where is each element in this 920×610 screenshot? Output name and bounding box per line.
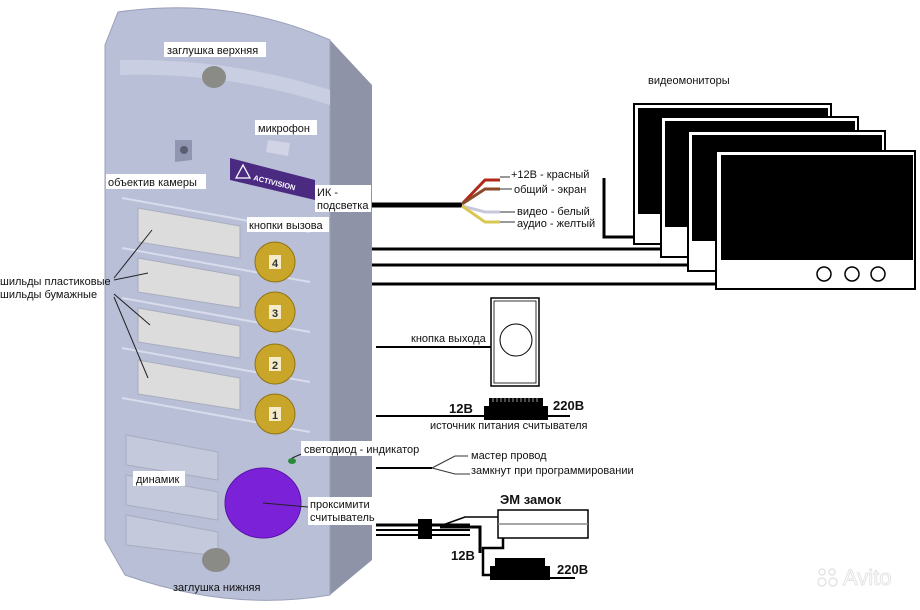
monitor-cable: +12В - красный общий - экран видео - бел… — [372, 169, 595, 230]
monitor-feed-lines — [372, 178, 718, 286]
call-button-4[interactable]: 4 — [254, 241, 296, 283]
wire-red-label: +12В - красный — [511, 169, 589, 181]
call-button-label: 1 — [272, 410, 278, 422]
reader-power-supply: 12В 220В источник питания считывателя — [376, 398, 587, 432]
ir-label-line1: ИК - — [317, 187, 338, 199]
plates-plastic-label: шильды пластиковые — [0, 276, 111, 288]
monitor-screen — [721, 155, 913, 260]
call-button-3[interactable]: 3 — [254, 291, 296, 333]
wire-yellow-label: аудио - желтый — [517, 218, 595, 230]
bottom-plug-label: заглушка нижняя — [173, 582, 261, 594]
led-label: светодиод - индикатор — [304, 444, 419, 456]
video-monitors: видеомониторы — [633, 75, 916, 290]
call-button-2[interactable]: 2 — [254, 343, 296, 385]
wire-white — [461, 204, 500, 214]
exit-button-label: кнопка выхода — [411, 333, 487, 345]
leader-lines — [113, 229, 309, 508]
proximity-label-line1: проксимити — [310, 499, 370, 511]
monitor-button-icon[interactable] — [870, 266, 886, 282]
microphone — [266, 140, 290, 156]
call-button-label: 3 — [272, 308, 278, 320]
name-plate-1 — [137, 359, 241, 411]
monitors-label: видеомониторы — [648, 75, 730, 87]
panel-side — [330, 40, 372, 595]
led-indicator — [288, 458, 296, 464]
reader-psu-low-voltage: 12В — [449, 401, 473, 416]
call-button-1[interactable]: 1 — [254, 393, 296, 435]
wire-yellow — [461, 204, 500, 224]
master-wire-label-line2: замкнут при программировании — [471, 465, 634, 477]
reader-psu-label: источник питания считывателя — [430, 420, 587, 432]
call-button-label: 2 — [272, 360, 278, 372]
monitor-4 — [715, 150, 916, 290]
master-wire: мастер провод замкнут при программирован… — [376, 450, 634, 477]
wire-red — [460, 178, 500, 206]
panel-labels: заглушка верхняя микрофон объектив камер… — [0, 42, 425, 594]
reader-psu-high-voltage: 220В — [553, 398, 584, 413]
name-plates — [137, 207, 241, 411]
proximity-label-line2: считыватель — [310, 512, 375, 524]
top-plug-label: заглушка верхняя — [167, 45, 258, 57]
brand-badge — [230, 158, 315, 200]
psu-ridges — [492, 398, 538, 402]
em-lock: ЭМ замок 12В 220В — [376, 492, 589, 580]
brand-logo-icon — [234, 163, 252, 179]
exit-button: кнопка выхода — [376, 297, 540, 387]
speaker-grille — [125, 434, 219, 557]
call-buttons-label: кнопки вызова — [249, 220, 323, 232]
wire-brown — [461, 187, 500, 206]
watermark: Avito — [817, 565, 892, 591]
watermark-text: Avito — [843, 565, 892, 590]
speaker-label: динамик — [136, 474, 179, 486]
exit-button-icon[interactable] — [499, 323, 533, 357]
wire-brown-label: общий - экран — [514, 184, 586, 196]
monitor-button-icon[interactable] — [844, 266, 860, 282]
camera-lens-label: объектив камеры — [108, 177, 197, 189]
em-lock-label: ЭМ замок — [500, 492, 562, 507]
camera-lens-icon — [180, 146, 188, 154]
avito-logo-icon — [817, 568, 838, 587]
name-plate-3 — [137, 257, 241, 309]
bottom-plug — [202, 548, 230, 572]
em-lock-high-voltage: 220В — [557, 562, 588, 577]
top-plug — [202, 66, 226, 88]
ir-label-line2: подсветка — [317, 200, 369, 212]
microphone-label: микрофон — [258, 123, 310, 135]
master-wire-label-line1: мастер провод — [471, 450, 547, 462]
panel-top-band — [120, 59, 330, 105]
call-buttons: 4 3 2 1 — [254, 241, 296, 435]
name-plate-4 — [137, 207, 241, 259]
monitor-button-icon[interactable] — [816, 266, 832, 282]
plates-paper-label: шильды бумажные — [0, 289, 97, 301]
em-lock-low-voltage: 12В — [451, 548, 475, 563]
name-plate-2 — [137, 307, 241, 359]
call-button-label: 4 — [272, 258, 279, 270]
call-panel: ACTIVISION 4 3 — [104, 7, 372, 601]
wire-white-label: видео - белый — [517, 206, 590, 218]
